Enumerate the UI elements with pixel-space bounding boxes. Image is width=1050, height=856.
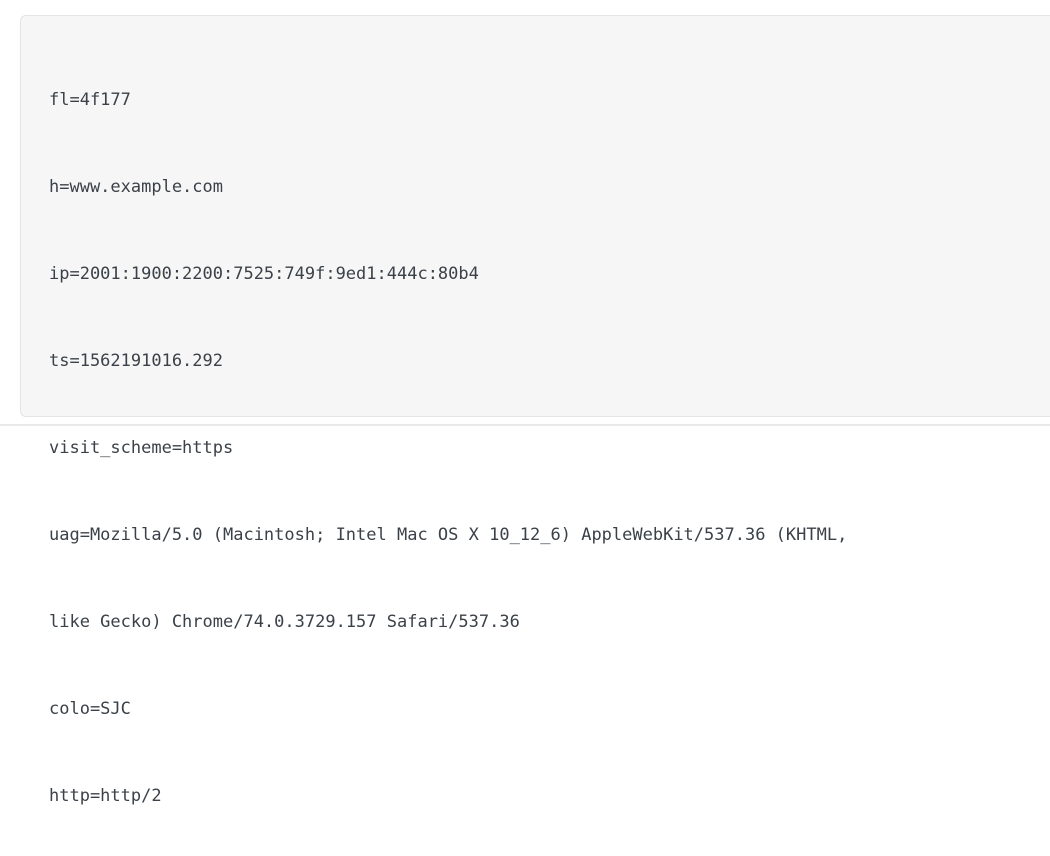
trace-line-ts: ts=1562191016.292 [49,351,223,371]
trace-line-ip: ip=2001:1900:2200:7525:749f:9ed1:444c:80… [49,264,479,284]
trace-line-uag-wrap: like Gecko) Chrome/74.0.3729.157 Safari/… [49,612,520,632]
trace-line-uag: uag=Mozilla/5.0 (Macintosh; Intel Mac OS… [49,525,848,545]
trace-line-h: h=www.example.com [49,177,223,197]
trace-line-http: http=http/2 [49,786,162,806]
trace-line-colo: colo=SJC [49,699,131,719]
trace-code-block: fl=4f177 h=www.example.com ip=2001:1900:… [20,15,1050,806]
trace-output: fl=4f177 h=www.example.com ip=2001:1900:… [21,16,1050,856]
section-divider [0,424,1050,426]
trace-line-visit-scheme: visit_scheme=https [49,438,234,458]
trace-line-fl: fl=4f177 [49,90,131,110]
